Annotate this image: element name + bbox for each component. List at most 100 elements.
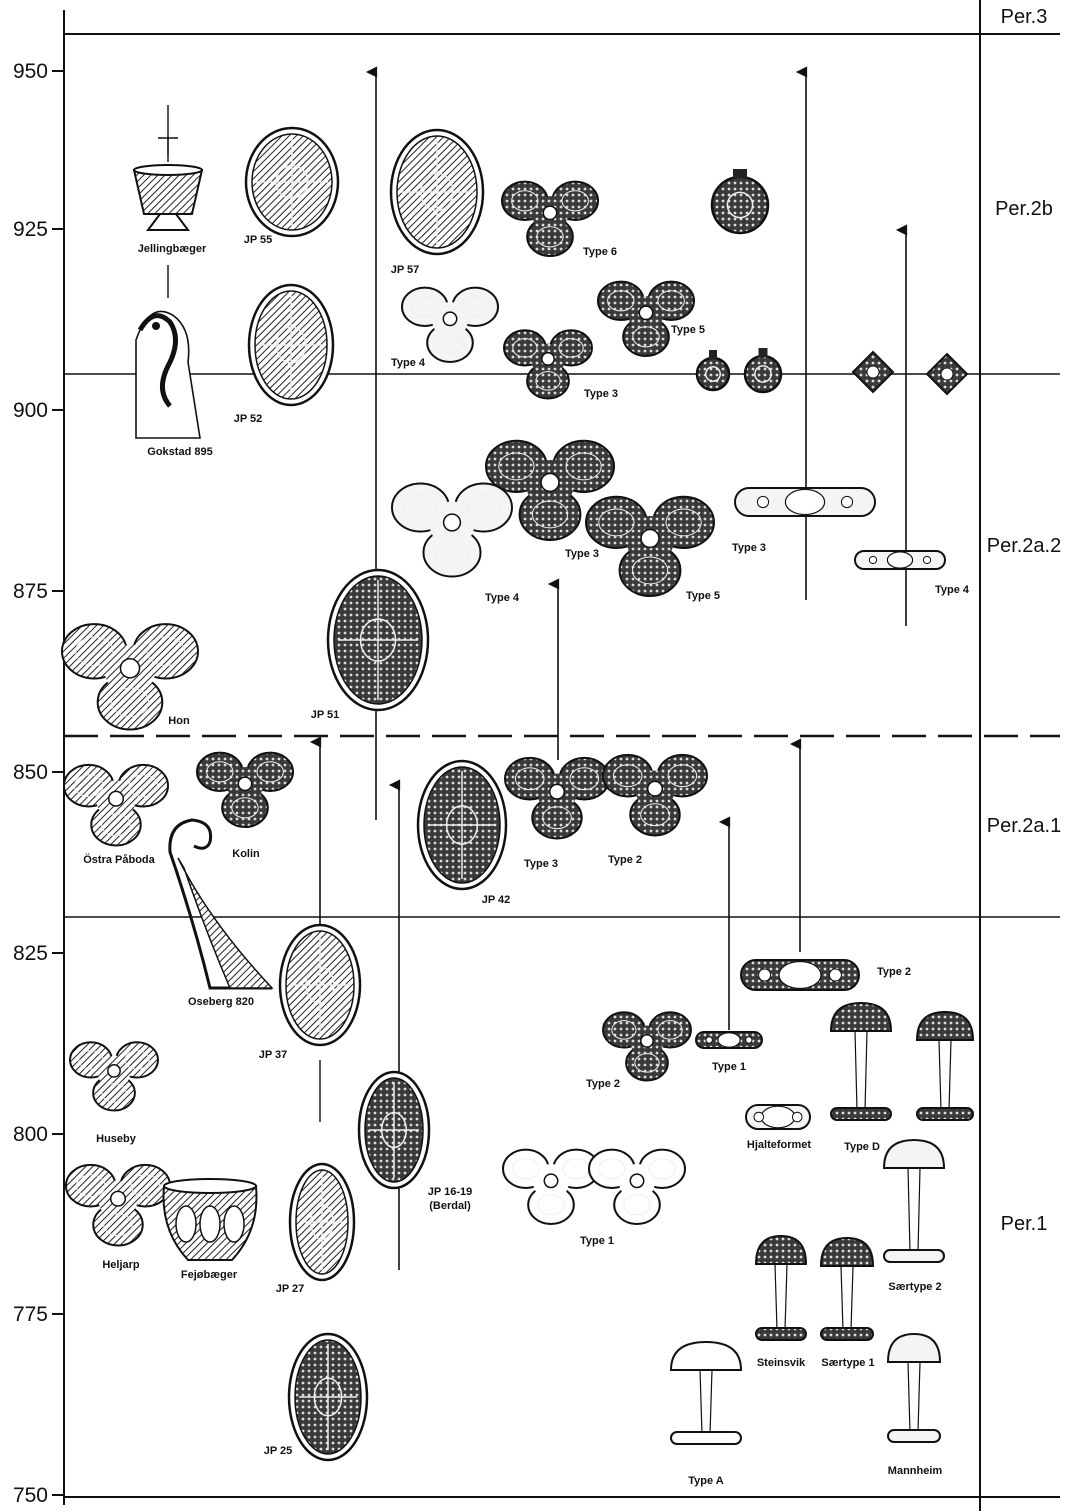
artefact-mannheim [888, 1334, 940, 1442]
axis-tick-label: 950 [13, 60, 48, 83]
artefact-saertype2 [884, 1140, 944, 1262]
artefact-type4-trefoil-mid [392, 484, 512, 577]
artefact-label: Type 3 [584, 388, 618, 400]
artefact-label: Type A [688, 1475, 724, 1487]
artefact-type4-equal-arm [855, 551, 945, 569]
artefact-jp37 [280, 925, 360, 1045]
artefact-label: JP 57 [391, 264, 420, 276]
axis-tick-label: 750 [13, 1484, 48, 1507]
artefact-small-round-1 [697, 350, 729, 390]
artefact-lozenge-1 [853, 352, 893, 392]
artefact-jellingbaeger [134, 165, 202, 230]
artefact-jp16-19 [359, 1072, 429, 1188]
artefact-label: JP 16-19 [428, 1186, 472, 1198]
axis-tick-label: 825 [13, 942, 48, 965]
artefact-label: Type 6 [583, 246, 617, 258]
period-label: Per.2a.2 [987, 535, 1062, 557]
artefact-label: Type 5 [686, 590, 720, 602]
artefact-saertype1 [821, 1238, 873, 1340]
artefact-label: Fejøbæger [181, 1269, 238, 1281]
artefact-round-brooch [712, 169, 768, 233]
artefact-label: Heljarp [102, 1259, 140, 1271]
artefact-type1-trefoil-b [589, 1150, 685, 1224]
artefact-type3-trefoil-upper [504, 330, 592, 398]
artefact-oseberg820 [170, 820, 272, 988]
artefact-ostra-paboda [64, 765, 168, 846]
artefact-label: Type 4 [391, 357, 426, 369]
artefact-type3-equal-arm [735, 488, 875, 516]
artefact-label: Type 4 [485, 592, 520, 604]
artefact-label: JP 42 [482, 894, 511, 906]
artefact-drawings: JellingbægerJP 55JP 57Type 6Gokstad 895J… [62, 128, 973, 1487]
artefact-type2-equal-arm [741, 960, 859, 990]
artefact-label: Huseby [96, 1133, 137, 1145]
artefact-gokstad895 [136, 311, 200, 438]
artefact-label: Type 5 [671, 324, 705, 336]
artefact-huseby [70, 1042, 158, 1110]
artefact-type1-trefoil-a [503, 1150, 599, 1224]
artefact-lozenge-2 [927, 354, 967, 394]
artefact-label: Mannheim [888, 1465, 943, 1477]
artefact-label: Særtype 2 [888, 1281, 941, 1293]
axis-tick-label: 925 [13, 218, 48, 241]
artefact-jp25 [289, 1334, 367, 1460]
axis-tick-label: 800 [13, 1123, 48, 1146]
period-label: Per.2b [995, 198, 1053, 220]
artefact-kolin [197, 753, 293, 827]
artefact-type6-trefoil [502, 182, 598, 256]
artefact-type2-trefoil-small [603, 1012, 691, 1080]
axis-tick-label: 875 [13, 580, 48, 603]
artefact-label: Type 3 [565, 548, 599, 560]
artefact-label: Særtype 1 [821, 1357, 874, 1369]
artefact-hjalteformet [746, 1105, 810, 1129]
artefact-label: Kolin [232, 848, 260, 860]
artefact-label: JP 25 [264, 1445, 293, 1457]
artefact-label: JP 51 [311, 709, 340, 721]
artefact-label: Type 2 [877, 966, 911, 978]
artefact-hon [62, 624, 198, 729]
artefact-label: Type 1 [580, 1235, 614, 1247]
artefact-label: Hjalteformet [747, 1139, 812, 1151]
artefact-jp27 [290, 1164, 354, 1280]
artefact-label: Steinsvik [757, 1357, 806, 1369]
artefact-jp55 [246, 128, 338, 236]
artefact-label: Oseberg 820 [188, 996, 254, 1008]
artefact-jp57 [391, 130, 483, 254]
period-label: Per.3 [1001, 6, 1048, 28]
period-label: Per.2a.1 [987, 815, 1062, 837]
artefact-type4-trefoil-upper [402, 288, 498, 362]
artefact-type2-trefoil-low [603, 755, 707, 836]
artefact-label: JP 55 [244, 234, 273, 246]
period-label: Per.1 [1001, 1213, 1048, 1235]
artefact-label: Type 4 [935, 584, 970, 596]
artefact-label: JP 27 [276, 1283, 305, 1295]
artefact-type3-trefoil-low [505, 758, 609, 839]
artefact-label: Hon [168, 715, 190, 727]
artefact-label: JP 52 [234, 413, 263, 425]
artefact-label: Gokstad 895 [147, 446, 212, 458]
axis-tick-label: 850 [13, 761, 48, 784]
artefact-label: Type 3 [732, 542, 766, 554]
artefact-type5-trefoil-upper [598, 282, 694, 356]
artefact-steinsvik [756, 1236, 806, 1340]
artefact-label: Type 2 [586, 1078, 620, 1090]
succession-arrows [158, 72, 906, 1270]
artefact-label: Type 1 [712, 1061, 746, 1073]
period-labels: Per.3Per.2bPer.2a.2Per.2a.1Per.1 [987, 6, 1062, 1235]
artefact-label: Östra Påboda [83, 853, 155, 866]
artefact-label: Type 2 [608, 854, 642, 866]
artefact-type-a [671, 1342, 741, 1444]
axis-tick-label: 775 [13, 1303, 48, 1326]
artefact-type5-trefoil-mid [586, 497, 714, 596]
axis-tick-label: 900 [13, 399, 48, 422]
year-axis: 950 925 900 875 850 825 800 775 750 [13, 60, 64, 1507]
artefact-fejobaeger [164, 1179, 257, 1260]
artefact-label: Jellingbæger [138, 243, 207, 255]
artefact-label: (Berdal) [429, 1200, 471, 1212]
artefact-jp42 [418, 761, 506, 889]
artefact-jp52 [249, 285, 333, 405]
artefact-pin-unlabeled [917, 1012, 973, 1120]
artefact-label: Type 3 [524, 858, 558, 870]
artefact-small-round-2 [745, 348, 781, 392]
